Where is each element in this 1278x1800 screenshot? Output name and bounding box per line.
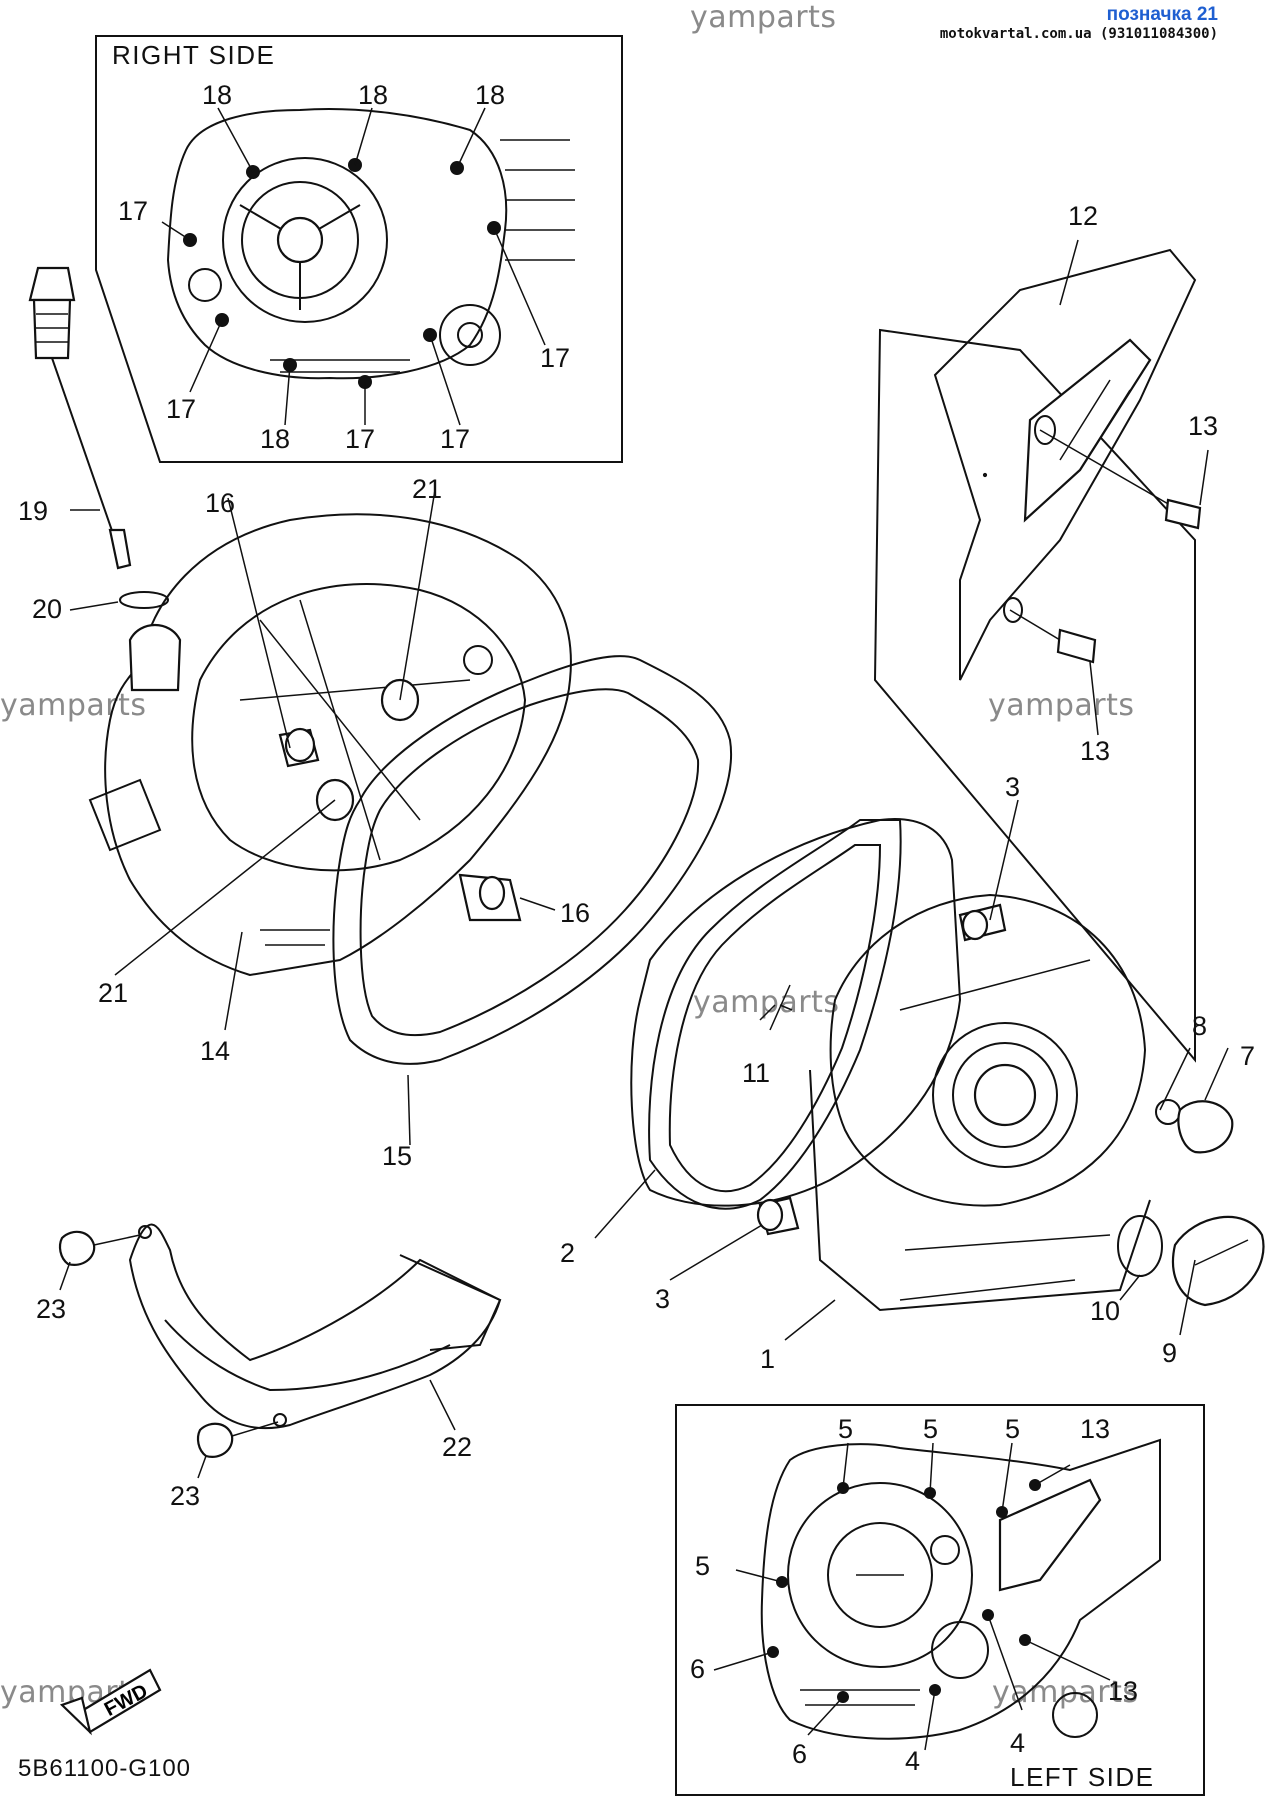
- left-side-inset: 5 5 5 13 5 6 13 4 6 4: [675, 1404, 1205, 1796]
- callout-13c: 13: [1080, 1414, 1110, 1444]
- callout-1: 1: [760, 1344, 775, 1374]
- callout-18c: 18: [475, 80, 505, 110]
- callout-5c: 5: [1005, 1414, 1020, 1444]
- right-crankcase: 16 21 21 14: [88, 474, 572, 1066]
- callout-12: 12: [1068, 201, 1098, 231]
- callout-3b: 3: [655, 1284, 670, 1314]
- callout-17c: 17: [166, 394, 196, 424]
- callout-3a: 3: [1005, 772, 1020, 802]
- reference-badge: позначка 21 motokvartal.com.ua (93101108…: [940, 4, 1218, 42]
- callout-21b: 21: [98, 978, 128, 1008]
- callout-4a: 4: [1010, 1728, 1025, 1758]
- badge-label: позначка 21: [1106, 4, 1218, 25]
- callout-14: 14: [200, 1036, 230, 1066]
- inset-title-left-side: LEFT SIDE: [1010, 1762, 1155, 1792]
- callout-10: 10: [1090, 1296, 1120, 1326]
- callout-9: 9: [1162, 1338, 1177, 1368]
- watermark-left: yamparts: [0, 688, 147, 723]
- callout-22: 22: [442, 1432, 472, 1462]
- right-gasket: 16 15: [332, 655, 732, 1171]
- callout-6b: 6: [792, 1739, 807, 1769]
- callout-13a: 13: [1188, 411, 1218, 441]
- callout-2: 2: [560, 1238, 575, 1268]
- callout-7: 7: [1240, 1041, 1255, 1071]
- callout-13d: 13: [1108, 1676, 1138, 1706]
- callout-20: 20: [32, 594, 62, 624]
- callout-8: 8: [1192, 1011, 1207, 1041]
- callout-16b: 16: [560, 898, 590, 928]
- callout-17b: 17: [540, 343, 570, 373]
- callout-17d: 17: [345, 424, 375, 454]
- guard-plate: 23 23 22: [36, 1223, 502, 1511]
- callout-11: 11: [742, 1058, 770, 1088]
- crankcase-cover-12: 12 13 13: [873, 201, 1218, 1063]
- right-side-inset: 18 18 18 17 17 17 18 17 17: [95, 35, 623, 463]
- left-crankcase-cover: 3 8 7 10 9 11 2 3 1: [560, 472, 1265, 1374]
- callout-17a: 17: [118, 196, 148, 226]
- callout-18a: 18: [202, 80, 232, 110]
- callout-17e: 17: [440, 424, 470, 454]
- callout-18d: 18: [260, 424, 290, 454]
- callout-21a: 21: [412, 474, 442, 504]
- callout-5b: 5: [923, 1414, 938, 1444]
- callout-6a: 6: [690, 1654, 705, 1684]
- callout-19: 19: [18, 496, 48, 526]
- callout-18b: 18: [358, 80, 388, 110]
- callout-23b: 23: [170, 1481, 200, 1511]
- callout-15: 15: [382, 1141, 412, 1171]
- inset-title-right-side: RIGHT SIDE: [112, 40, 276, 70]
- callout-13b: 13: [1080, 736, 1110, 766]
- callout-16a: 16: [205, 488, 235, 518]
- watermark-right: yamparts: [988, 688, 1135, 723]
- badge-site: motokvartal.com.ua (931011084300): [939, 26, 1218, 42]
- callout-5d: 5: [695, 1551, 710, 1581]
- fwd-arrow-icon: FWD: [59, 1668, 162, 1736]
- callout-4b: 4: [905, 1746, 920, 1776]
- callout-23a: 23: [36, 1294, 66, 1324]
- diagram-code: 5B61100-G100: [18, 1755, 192, 1782]
- watermark-top: yamparts: [690, 0, 837, 35]
- dipstick: 19 20: [18, 266, 169, 624]
- callout-5a: 5: [838, 1414, 853, 1444]
